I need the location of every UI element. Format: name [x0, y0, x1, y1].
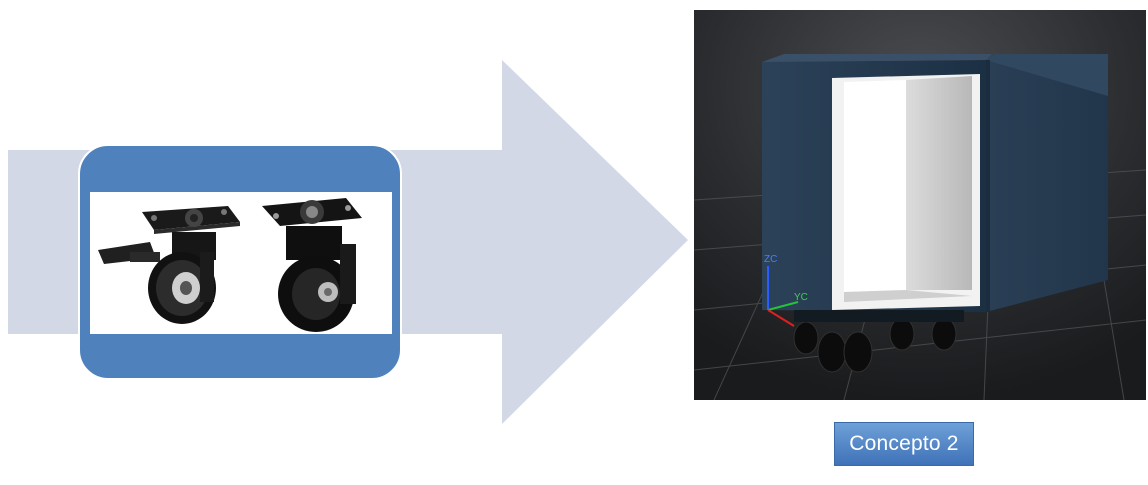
caster-wheels-card [78, 144, 402, 380]
z-axis-label: ZC [764, 254, 777, 265]
caster-wheels-photo [90, 192, 392, 334]
caster-wheel-icon [262, 198, 362, 332]
concept-label-button[interactable]: Concepto 2 [834, 422, 974, 466]
y-axis-label: YC [794, 292, 808, 303]
caster-wheel-with-brake-icon [98, 206, 240, 324]
cabinet-side [986, 60, 1108, 312]
cart-3d-render: ZC YC [694, 10, 1146, 400]
